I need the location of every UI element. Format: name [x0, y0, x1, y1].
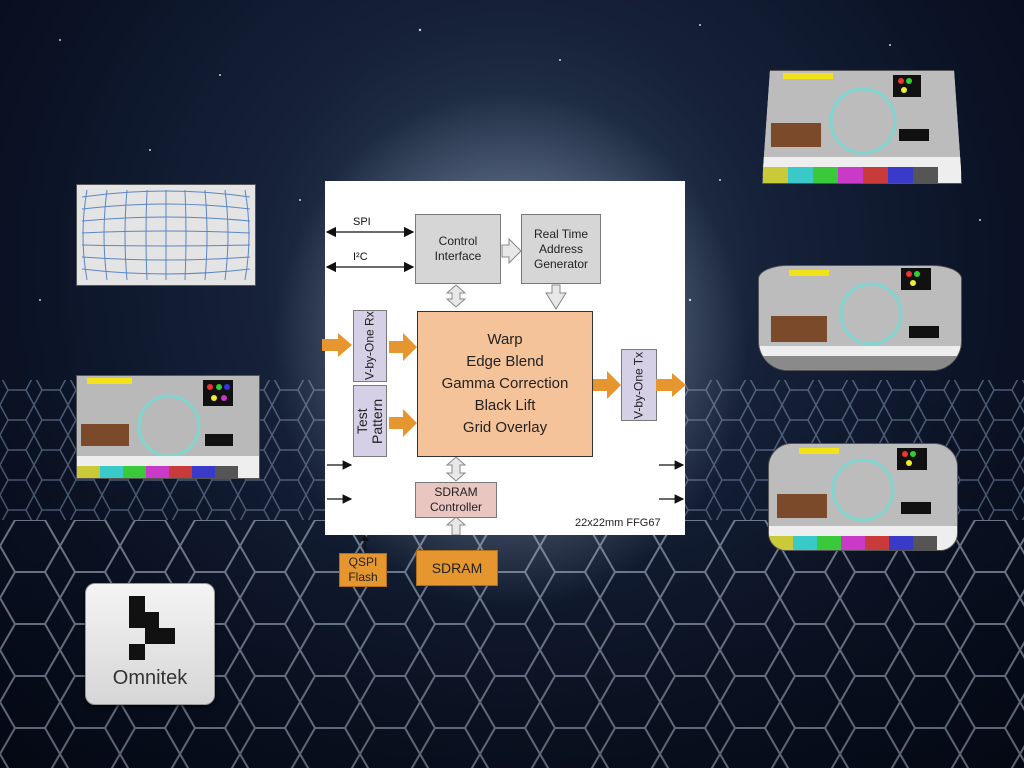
core-function-grid-overlay: Grid Overlay	[462, 419, 548, 436]
omnitek-logo: Omnitek	[85, 583, 215, 705]
core-function-warp: Warp	[487, 331, 523, 348]
vbyone-rx-block: V-by-One Rx	[353, 310, 387, 382]
sdram-controller-block: SDRAM Controller	[415, 482, 497, 518]
core-function-black-lift: Black Lift	[474, 397, 536, 414]
test-pattern-image	[759, 266, 961, 370]
warp-grid-image	[81, 189, 251, 281]
diagram-connectors	[325, 226, 685, 535]
test-pattern-block: Test Pattern	[353, 385, 387, 457]
test-pattern-image	[769, 444, 957, 550]
sdram-block: SDRAM	[416, 550, 498, 586]
test-pattern-thumbnail-left	[76, 375, 260, 479]
test-pattern-thumbnail-mid-right	[758, 265, 962, 371]
core-function-gamma-correction: Gamma Correction	[441, 375, 569, 392]
control-interface-block: Control Interface	[415, 214, 501, 284]
vbyone-tx-block: V-by-One Tx	[621, 349, 657, 421]
omnitek-logo-mark	[129, 596, 175, 660]
block-diagram: SPI I²C Control Interface Real Time Addr…	[325, 181, 685, 535]
rt-address-generator-block: Real Time Address Generator	[521, 214, 601, 284]
core-processing-block: Warp Edge Blend Gamma Correction Black L…	[417, 311, 593, 457]
package-label: 22x22mm FFG67	[575, 517, 661, 529]
omnitek-logo-text: Omnitek	[112, 667, 188, 689]
qspi-flash-block: QSPI Flash	[339, 553, 387, 587]
qspi-arrow	[361, 535, 369, 553]
i2c-label: I²C	[353, 251, 368, 263]
test-pattern-thumbnail-top-right	[762, 70, 962, 184]
video-input-arrow	[322, 333, 352, 357]
test-pattern-image	[763, 71, 961, 183]
video-output-arrow	[656, 373, 686, 397]
core-function-edge-blend: Edge Blend	[466, 353, 544, 370]
test-pattern-image	[77, 376, 259, 478]
test-pattern-thumbnail-bottom-right	[768, 443, 958, 551]
warp-grid-thumbnail	[76, 184, 256, 286]
spi-label: SPI	[353, 216, 371, 228]
